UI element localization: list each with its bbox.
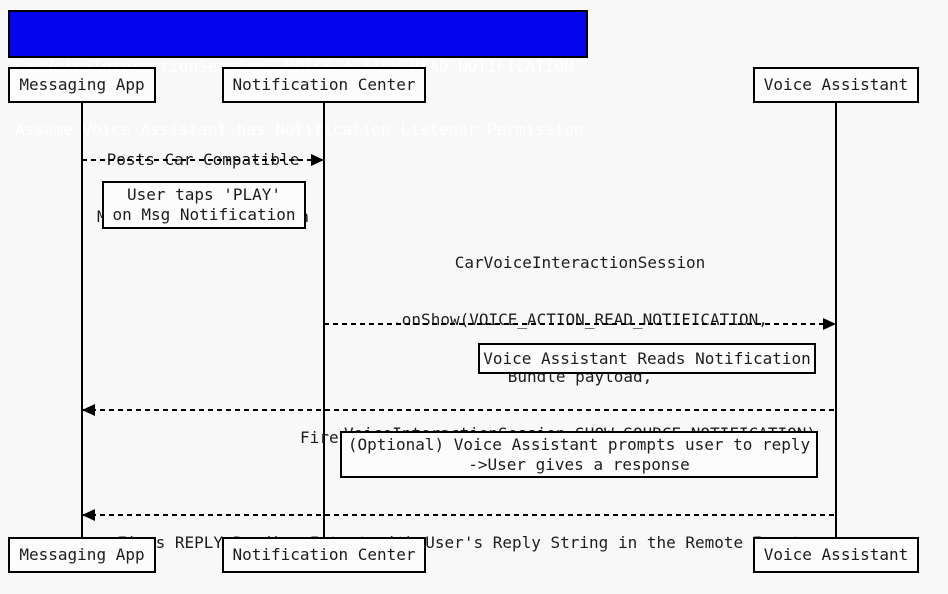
arrowhead-left-icon	[82, 404, 95, 416]
arrow-posts-notification	[82, 154, 324, 166]
lifeline-notification-center	[323, 103, 325, 537]
arrowhead-right-icon	[823, 318, 836, 330]
note-reads-notification-text: Voice Assistant Reads Notification	[483, 348, 811, 368]
participant-notification-center-top: Notification Center	[222, 67, 426, 103]
note-optional-prompt: (Optional) Voice Assistant prompts user …	[340, 431, 818, 478]
participant-messaging-app-label: Messaging App	[19, 545, 145, 564]
participant-voice-assistant-bottom: Voice Assistant	[753, 537, 919, 573]
arrow-onshow	[324, 318, 836, 330]
message-onshow-line2: .onShow(VOICE_ACTION_READ_NOTIFICATION,	[392, 310, 768, 329]
note-optional-line2: ->User gives a response	[468, 454, 690, 474]
message-onshow-line1: CarVoiceInteractionSession	[454, 253, 706, 272]
participant-voice-assistant-label: Voice Assistant	[763, 75, 909, 94]
diagram-title-note: CarVoiceInteractionSession: VOICE_ACTION…	[8, 10, 588, 139]
arrowhead-left-icon	[82, 509, 95, 521]
message-reply-text: Fires REPLY Pending Intent with User's R…	[117, 533, 801, 552]
note-optional-line1: (Optional) Voice Assistant prompts user …	[347, 434, 811, 454]
participant-messaging-app-top: Messaging App	[8, 67, 156, 103]
participant-messaging-app-bottom: Messaging App	[8, 537, 156, 573]
arrow-reply	[82, 509, 836, 521]
arrow-mark-as-read	[82, 404, 836, 416]
message-reply-label: Fires REPLY Pending Intent with User's R…	[82, 495, 836, 590]
diagram-title-line2: Assume Voice Assistant has Notification …	[15, 120, 584, 139]
participant-notification-center-bottom: Notification Center	[222, 537, 426, 573]
note-user-taps-line2: on Msg Notification	[112, 205, 296, 224]
note-user-taps-play: User taps 'PLAY' on Msg Notification	[102, 181, 306, 229]
participant-voice-assistant-top: Voice Assistant	[753, 67, 919, 103]
note-reads-notification: Voice Assistant Reads Notification	[478, 343, 816, 374]
participant-notification-center-label: Notification Center	[232, 545, 416, 564]
lifeline-messaging-app	[81, 103, 83, 537]
participant-messaging-app-label: Messaging App	[19, 75, 145, 94]
note-user-taps-line1: User taps 'PLAY'	[126, 185, 282, 204]
participant-voice-assistant-label: Voice Assistant	[763, 545, 909, 564]
lifeline-voice-assistant	[835, 103, 837, 537]
arrowhead-right-icon	[311, 154, 324, 166]
participant-notification-center-label: Notification Center	[232, 75, 416, 94]
